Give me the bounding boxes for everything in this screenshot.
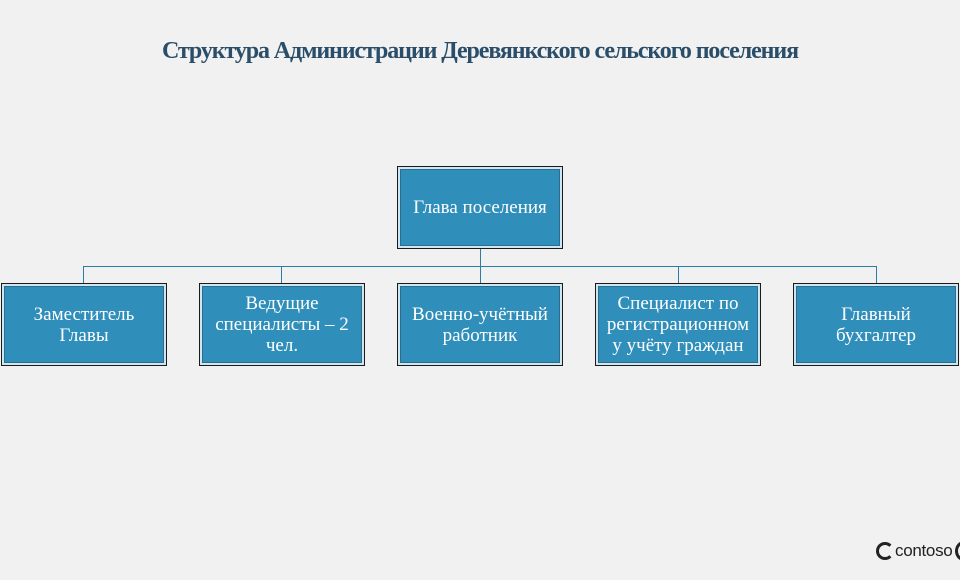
node-registration-specialist: Специалист по регистрационном у учёту гр… <box>595 283 761 366</box>
page-title: Структура Администрации Деревянкского се… <box>162 38 799 64</box>
node-military-registration-worker: Военно-учётный работник <box>397 283 563 366</box>
contoso-logo-mark-icon <box>876 542 894 560</box>
node-deputy-head: Заместитель Главы <box>1 283 167 366</box>
node-lead-specialists: Ведущие специалисты – 2 чел. <box>199 283 365 366</box>
contoso-logo-text: contoso <box>895 541 953 560</box>
contoso-logo: contoso <box>876 541 953 561</box>
node-head-of-settlement: Глава поселения <box>397 166 563 249</box>
node-chief-accountant: Главный бухгалтер <box>793 283 959 366</box>
